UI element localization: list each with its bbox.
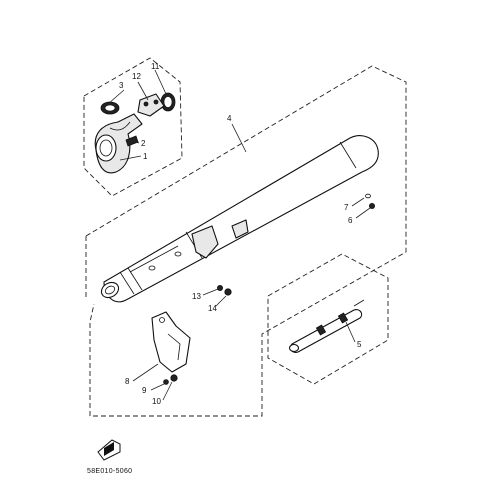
- exhaust-elbow-part: [94, 113, 143, 174]
- seal-ring-part: [160, 92, 176, 112]
- washer-13-part: [216, 284, 223, 291]
- callout-6: 6: [348, 216, 353, 225]
- callout-14: 14: [208, 304, 217, 313]
- callout-4: 4: [227, 114, 232, 123]
- pipe-part: [288, 299, 365, 353]
- callout-labels: 3 11 12 2 1 4 7 6 5 8 9 10 13 14: [119, 62, 362, 406]
- callout-7: 7: [344, 203, 349, 212]
- group-outline-pipe: [267, 253, 389, 385]
- gasket-ring-part: [100, 101, 120, 115]
- flange-bracket-part: [137, 93, 165, 117]
- callout-5: 5: [357, 340, 362, 349]
- stay-bracket-part: [151, 311, 191, 373]
- nut-14-part: [224, 288, 232, 296]
- callout-1: 1: [143, 152, 148, 161]
- washer-7-part: [365, 193, 371, 199]
- callout-10: 10: [152, 397, 161, 406]
- callout-9: 9: [142, 386, 147, 395]
- callout-11: 11: [151, 62, 160, 71]
- group-outline-muffler: [85, 65, 407, 417]
- callout-13: 13: [192, 292, 201, 301]
- nut-10-part: [170, 374, 178, 382]
- muffler-part: [100, 135, 379, 303]
- callout-3: 3: [119, 81, 124, 90]
- front-direction-icon: [97, 439, 121, 461]
- group-outline-elbow: [83, 57, 183, 197]
- diagram-code: 58E010-5060: [87, 468, 132, 475]
- leader-lines: [107, 69, 371, 401]
- callout-2: 2: [141, 139, 146, 148]
- bolt-6-part: [368, 202, 375, 209]
- callout-12: 12: [132, 72, 141, 81]
- washer-9-part: [163, 379, 169, 385]
- callout-8: 8: [125, 377, 130, 386]
